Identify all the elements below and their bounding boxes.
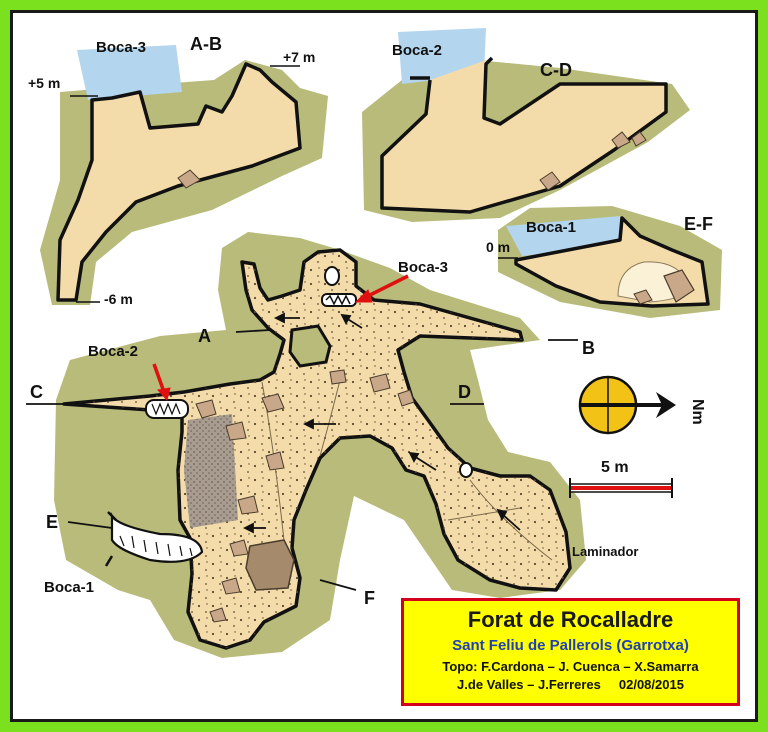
plan-label-b: B <box>582 338 595 358</box>
plan-label-e: E <box>46 512 58 532</box>
map-topo-credits: Topo: F.Cardona – J. Cuenca – X.Samarra <box>442 659 699 674</box>
section-cd-entrance-label: Boca-2 <box>392 42 442 59</box>
section-cd-label: C-D <box>540 60 572 80</box>
north-arrow: Nm <box>578 375 706 435</box>
section-ab-label: A-B <box>190 34 222 54</box>
section-cd-cave <box>380 56 668 214</box>
plan-label-boca2: Boca-2 <box>88 343 138 360</box>
map-credits-line: J.de Valles – J.Ferreres 02/08/2015 <box>404 677 737 692</box>
section-ef-level: 0 m <box>486 239 510 255</box>
plan-label-f: F <box>364 588 375 608</box>
map-authors: J.de Valles – J.Ferreres <box>457 677 601 692</box>
map-subtitle: Sant Feliu de Pallerols (Garrotxa) <box>452 637 689 654</box>
plan-label-c: C <box>30 382 43 402</box>
plan-label-laminador: Laminador <box>572 544 638 559</box>
title-block: Forat de Rocalladre Sant Feliu de Paller… <box>401 598 740 706</box>
red-arrows <box>152 274 409 402</box>
section-cd: Boca-2 C-D <box>362 28 690 222</box>
plan-view: A B C D E F Boca-3 Boca-2 Boca-1 Laminad… <box>26 232 638 658</box>
plan-boulder <box>245 539 295 591</box>
plan-label-boca3: Boca-3 <box>398 259 448 276</box>
plan-sediment <box>184 414 238 528</box>
section-ab-left-level: +5 m <box>28 75 60 91</box>
boca-2-entrance <box>145 399 189 419</box>
section-ab-entrance <box>77 45 182 100</box>
section-ef-label: E-F <box>684 214 713 234</box>
plan-label-a: A <box>198 326 211 346</box>
section-ab-entrance-label: Boca-3 <box>96 39 146 56</box>
map-title: Forat de Rocalladre <box>467 607 674 632</box>
section-ab-cave <box>56 62 302 302</box>
section-ef-entrance-label: Boca-1 <box>526 219 576 236</box>
boca-3-entrance <box>321 293 357 307</box>
plan-label-boca1: Boca-1 <box>44 579 94 596</box>
section-ab: Boca-3 A-B +7 m +5 m -6 m <box>28 34 328 307</box>
section-ab-top-level: +7 m <box>283 49 315 65</box>
scale-bar-label: 5 m <box>601 459 629 476</box>
section-ab-bottom-level: -6 m <box>104 291 133 307</box>
map-date: 02/08/2015 <box>618 677 684 692</box>
section-ef: Boca-1 E-F 0 m <box>486 206 722 318</box>
plan-label-d: D <box>458 382 471 402</box>
scale-bar: 5 m <box>569 459 673 498</box>
north-arrow-label: Nm <box>689 399 706 425</box>
boca-1-entrance <box>104 511 204 567</box>
plan-pillar <box>288 324 332 368</box>
flow-arrows <box>242 312 521 534</box>
